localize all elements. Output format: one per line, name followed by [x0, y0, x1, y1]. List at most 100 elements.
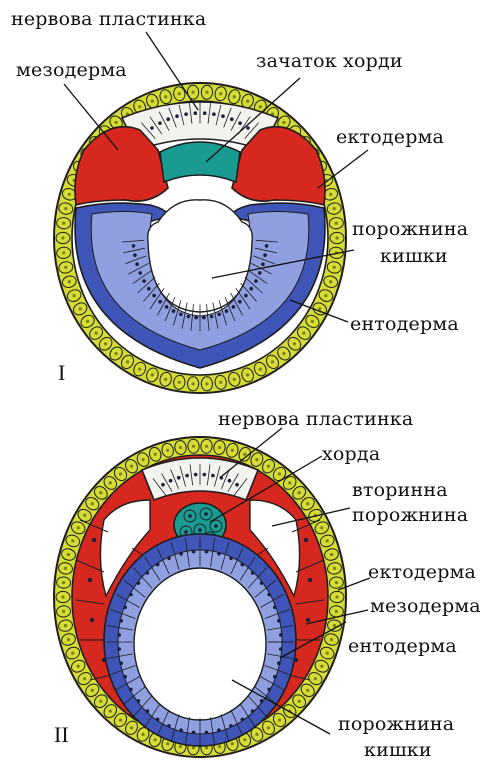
cell-nucleus — [104, 342, 107, 345]
cell-nucleus — [258, 271, 262, 275]
cell-nucleus — [260, 581, 264, 585]
cell-nucleus — [192, 550, 196, 554]
cell-nucleus — [194, 316, 198, 320]
cell-nucleus — [205, 746, 208, 749]
cell-nucleus — [147, 287, 151, 291]
cell-nucleus — [151, 373, 154, 376]
cell-nucleus — [330, 553, 333, 556]
cell-nucleus — [229, 556, 233, 560]
cell-nucleus — [233, 95, 236, 98]
cell-nucleus — [71, 652, 74, 655]
cell-nucleus — [273, 606, 277, 610]
cell-nucleus — [77, 665, 80, 668]
cell-nucleus — [238, 121, 242, 125]
cell-nucleus — [156, 563, 160, 567]
cell-nucleus — [68, 193, 71, 196]
cell-nucleus — [109, 710, 112, 713]
cell-nucleus — [231, 742, 234, 745]
cell-nucleus — [265, 244, 269, 248]
cell-nucleus — [261, 262, 265, 266]
cell-nucleus — [138, 271, 142, 275]
cell-nucleus — [279, 633, 283, 637]
cell-nucleus — [178, 381, 181, 384]
cell-nucleus — [137, 581, 141, 585]
cell-nucleus — [282, 352, 285, 355]
cell-nucleus — [277, 661, 281, 665]
cell-nucleus — [77, 526, 80, 529]
label-endoderm-II: ентодерма — [348, 635, 457, 657]
cell-nucleus — [64, 567, 67, 570]
cell-nucleus — [146, 571, 150, 575]
cell-nucleus — [304, 538, 308, 542]
cell-nucleus — [267, 726, 270, 729]
cell-nucleus — [333, 207, 336, 210]
label-gut-cavity-I-line1: порожнина — [352, 218, 468, 240]
cell-nucleus — [194, 111, 198, 115]
cell-nucleus — [161, 483, 165, 487]
cell-nucleus — [91, 502, 94, 505]
cell-nucleus — [205, 731, 209, 735]
cell-nucleus — [246, 373, 249, 376]
cell-nucleus — [259, 105, 262, 108]
label-neural-plate-I: нервова пластинка — [11, 8, 206, 30]
cell-nucleus — [267, 593, 271, 597]
cell-nucleus — [175, 114, 179, 118]
cell-nucleus — [192, 91, 195, 94]
cell-nucleus — [67, 638, 70, 641]
cell-nucleus — [177, 476, 181, 480]
cell-nucleus — [142, 458, 145, 461]
cell-nucleus — [324, 294, 327, 297]
cell-nucleus — [333, 624, 336, 627]
cell-nucleus — [211, 474, 215, 478]
cell-nucleus — [123, 675, 127, 679]
stage-two-diagram — [54, 437, 346, 757]
cell-nucleus — [263, 253, 267, 257]
cell-nucleus — [210, 315, 214, 319]
cell-nucleus — [204, 512, 208, 516]
cell-nucleus — [249, 287, 253, 291]
cell-nucleus — [192, 746, 195, 749]
cell-nucleus — [179, 313, 183, 317]
cell-nucleus — [71, 539, 74, 542]
cell-nucleus — [278, 718, 281, 721]
cell-nucleus — [91, 689, 94, 692]
cell-nucleus — [117, 647, 121, 651]
cell-nucleus — [241, 718, 245, 722]
cell-nucleus — [330, 638, 333, 641]
cell-nucleus — [333, 567, 336, 570]
cell-nucleus — [123, 606, 127, 610]
label-gut-cavity-II-line1: порожнина — [338, 713, 454, 735]
cell-nucleus — [109, 481, 112, 484]
cell-nucleus — [235, 483, 239, 487]
cell-nucleus — [167, 724, 171, 728]
cell-nucleus — [166, 449, 169, 452]
label-gut-cavity-I-line2: кишки — [380, 245, 448, 267]
cell-nucleus — [179, 552, 183, 556]
cell-nucleus — [282, 121, 285, 124]
cell-nucleus — [260, 699, 264, 703]
cell-nucleus — [194, 473, 198, 477]
cell-nucleus — [228, 479, 232, 483]
cell-nucleus — [179, 745, 182, 748]
cell-nucleus — [246, 126, 250, 130]
cell-nucleus — [273, 675, 277, 679]
cell-nucleus — [326, 539, 329, 542]
cell-nucleus — [218, 745, 221, 748]
cell-nucleus — [320, 665, 323, 668]
cell-nucleus — [267, 688, 271, 692]
cell-nucleus — [86, 320, 89, 323]
cell-nucleus — [156, 718, 160, 722]
cell-nucleus — [179, 728, 183, 732]
cell-nucleus — [203, 473, 207, 477]
cell-nucleus — [119, 661, 123, 665]
cell-nucleus — [130, 465, 133, 468]
cell-nucleus — [62, 581, 65, 584]
cell-nucleus — [95, 332, 98, 335]
figure-numeral-I: I — [58, 360, 65, 385]
cell-nucleus — [267, 465, 270, 468]
cell-nucleus — [251, 709, 255, 713]
cell-nucleus — [152, 294, 156, 298]
cell-nucleus — [73, 294, 76, 297]
